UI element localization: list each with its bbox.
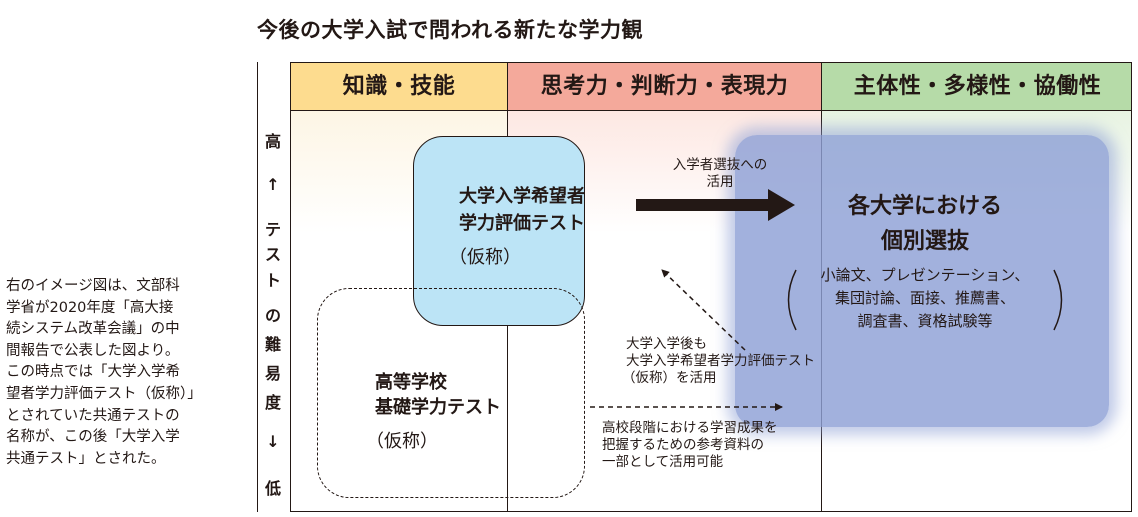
selection-use-label: 活用 [706,174,734,190]
side-note-line: とされていた共通テストの [6,407,180,424]
side-note-line: 名称が、この後「大学入学 [6,429,180,446]
left-paren [787,269,797,331]
individual-selection-line2: 個別選抜 [880,229,969,254]
after-admission-label: 大学入学後も [626,336,707,352]
individual-selection-region [735,135,1109,427]
right-paren [1053,269,1063,331]
after-admission-label: （仮称）を活用 [622,370,717,386]
after-admission-label: 大学入学希望者学力評価テスト [626,353,815,369]
axis-label-char: 難 [264,335,281,354]
university-test-line2: 学力評価テスト [459,213,585,234]
side-note-line: 続システム改革会議」の中 [6,321,180,338]
individual-selection-line1: 各大学における [847,194,1002,219]
selection-use-label: 入学者選抜への [672,157,768,173]
axis-label-char: 易 [264,364,281,383]
highschool-test-line1: 高等学校 [375,372,447,393]
university-test-line3: （仮称） [449,247,521,268]
axis-label-char: ト [264,271,281,290]
reference-label: 一部として活用可能 [602,454,724,470]
side-note-line: 望者学力評価テスト（仮称）」 [6,385,202,402]
after-admission-arrow [661,269,746,351]
axis-label-char: の [264,306,281,325]
axis-label-char: テ [264,220,281,239]
reference-label: 把握するための参考資料の [602,437,764,453]
axis-label-char: 度 [264,393,281,412]
highschool-test-line2: 基礎学力テスト [375,397,501,418]
side-note-line: この時点では「大学入学希 [6,364,180,381]
highschool-test-box [317,288,585,498]
side-note-line: 共通テスト」とされた。 [6,450,166,467]
university-test-line1: 大学入学希望者 [459,186,585,207]
selection-method-line: 小論文、プレゼンテーション、 [820,266,1030,284]
selection-method-line: 調査書、資格試験等 [857,312,993,330]
diagram-title: 今後の大学入試で問われる新たな学力観 [257,18,643,42]
column-header-knowledge: 知識・技能 [291,63,507,111]
axis-low: 低 [264,479,281,498]
axis-label-char: ス [264,245,281,264]
side-note-line: 右のイメージ図は、文部科 [6,278,180,294]
column-header-independence: 主体性・多様性・協働性 [822,63,1131,111]
highschool-test-line3: （仮称） [366,431,438,452]
column-header-thinking: 思考力・判断力・表現力 [508,63,821,111]
axis-arrow-down: ↓ [266,432,280,451]
side-note-line: 学省が2020年度「高大接 [6,299,174,316]
axis-high: 高 [264,132,281,151]
side-note-line: 間報告で公表した図より。 [6,342,180,359]
axis-line [257,62,258,512]
axis-arrow-up: ↑ [266,175,280,194]
selection-method-line: 集団討論、面接、推薦書、 [834,289,1015,307]
selection-arrow [636,189,795,221]
reference-label: 高校段階における学習成果を [602,420,778,436]
side-note: 右のイメージ図は、文部科 学省が2020年度「高大接 続システム改革会議」の中 … [6,276,238,470]
